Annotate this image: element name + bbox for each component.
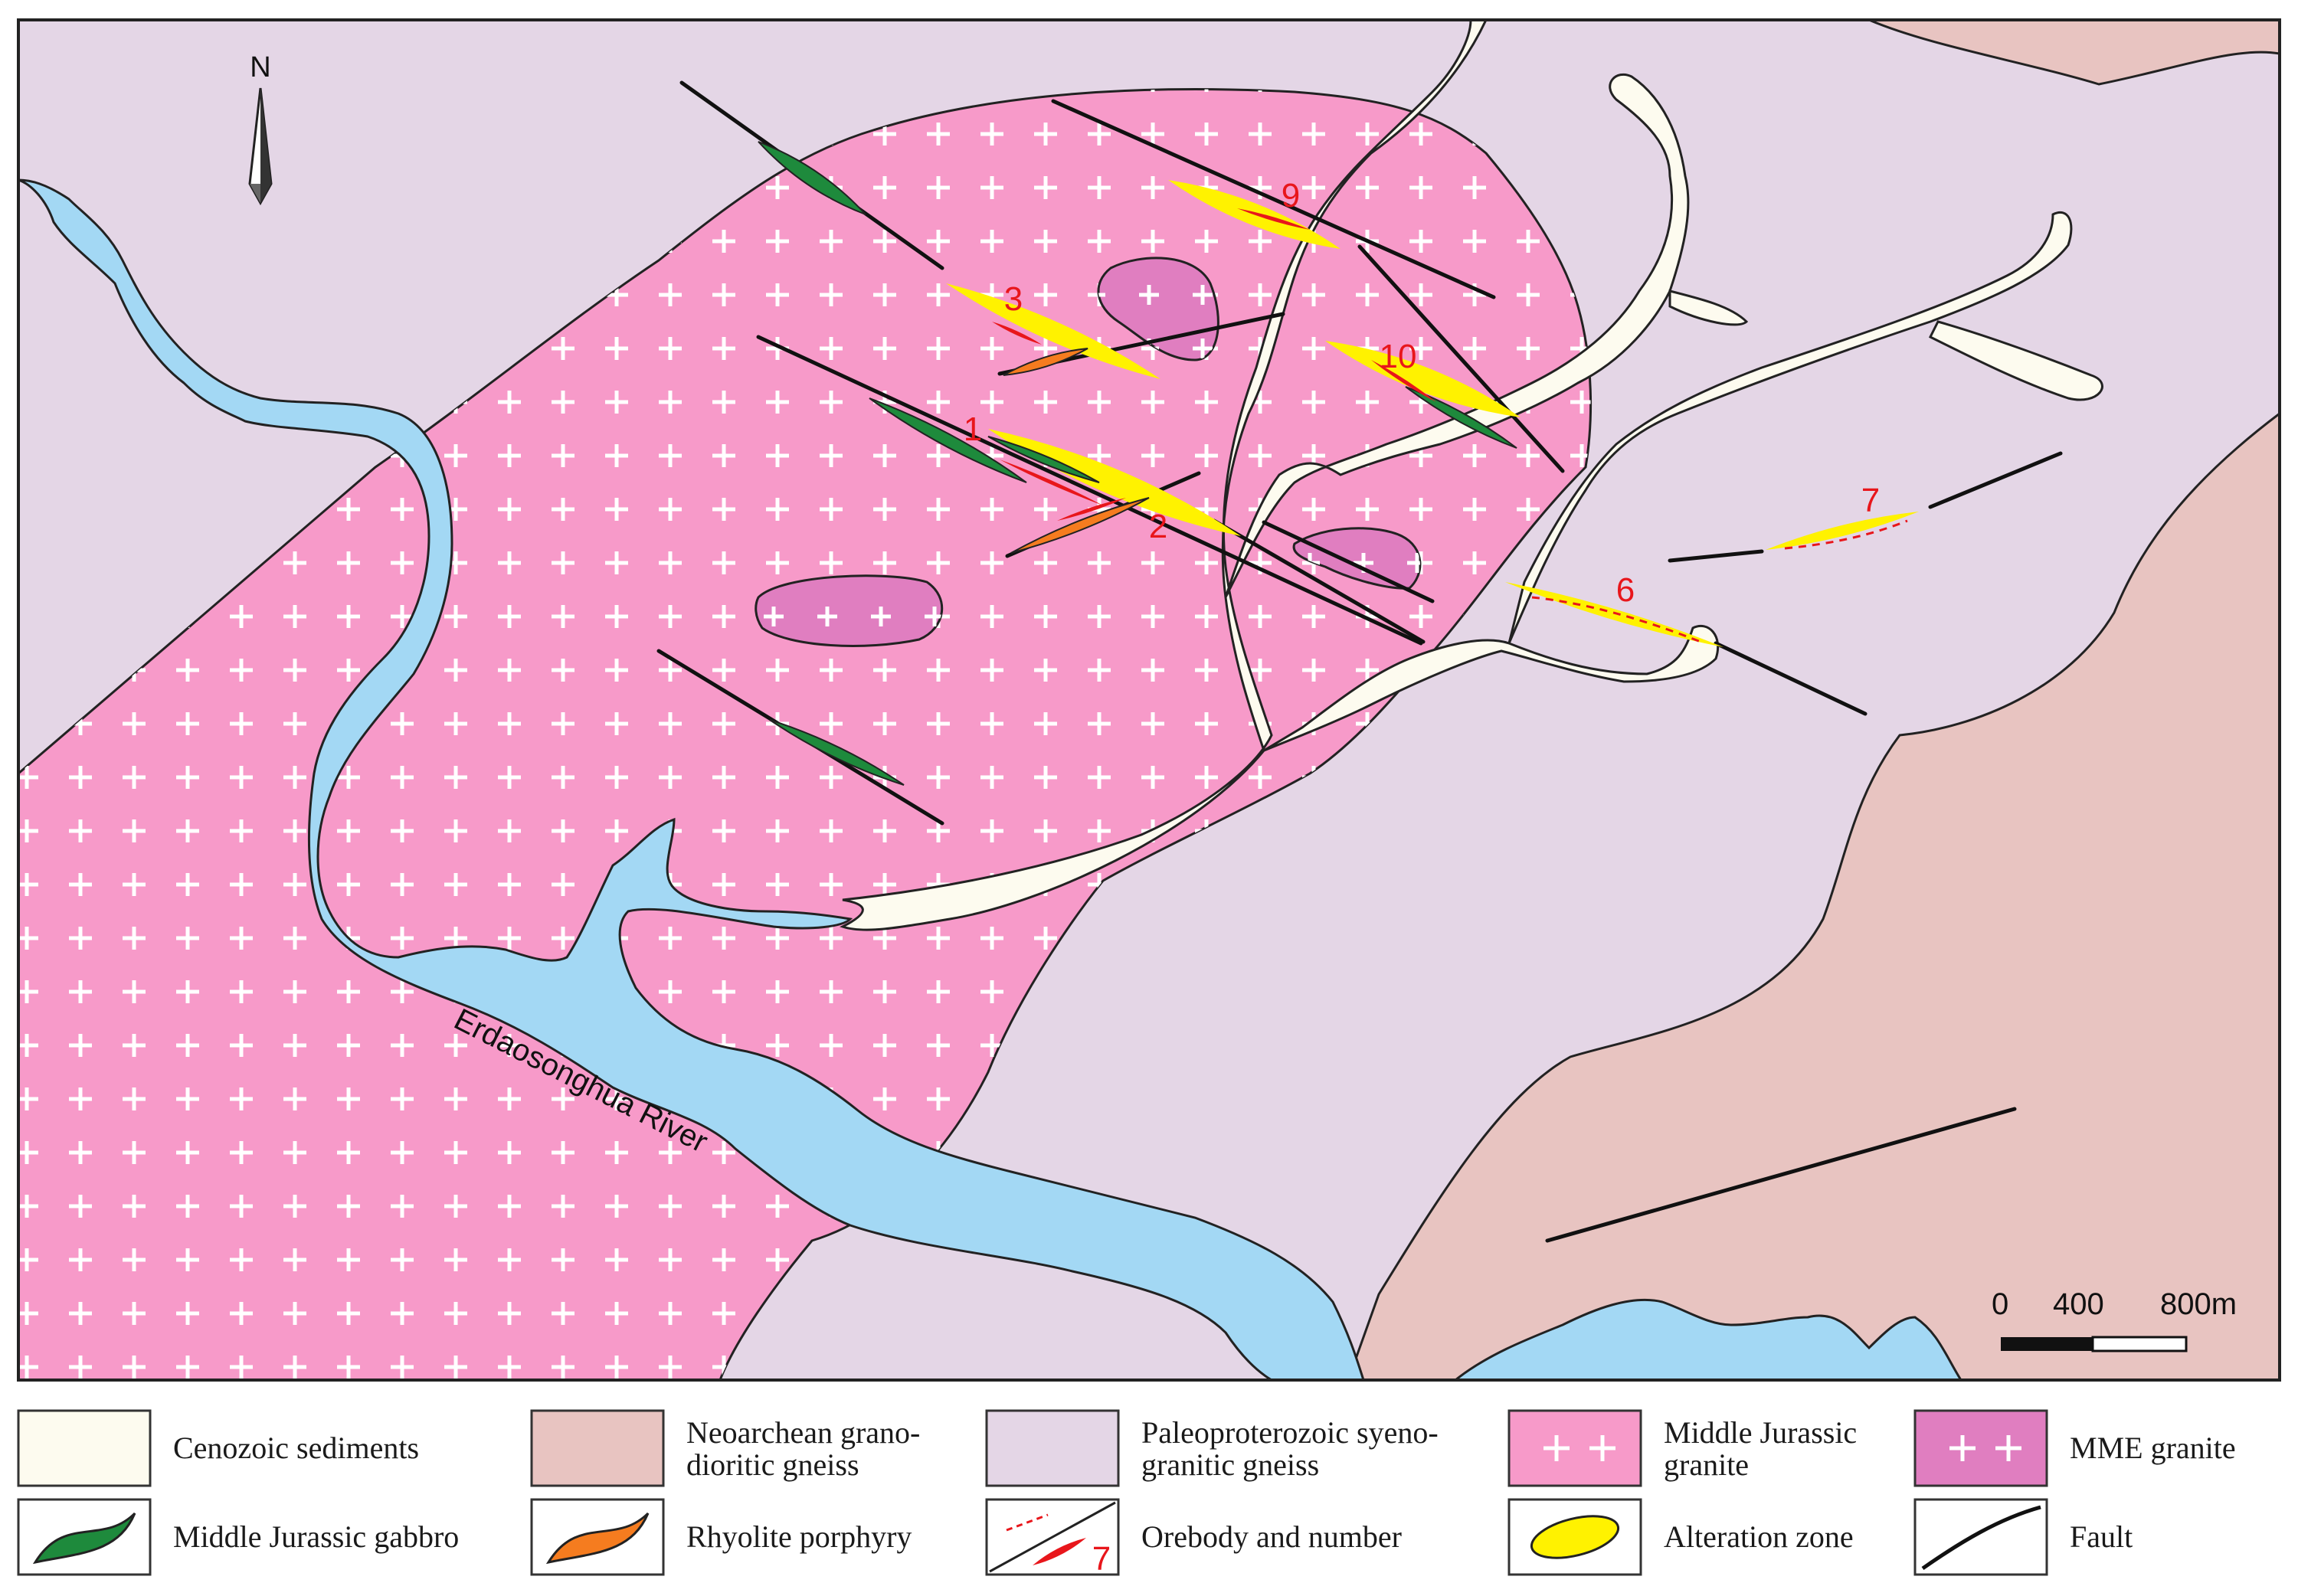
rhyolite-icon: [545, 1512, 650, 1565]
scale-bar: 0 400 800m: [1992, 1287, 2237, 1352]
fault-icon: [989, 1501, 1116, 1573]
gabbro-dyke: [987, 436, 1100, 483]
fault-line: [1545, 1107, 2017, 1243]
orebodies: [992, 208, 1908, 645]
legend-label: granitic gneiss: [1141, 1447, 1319, 1482]
legend-orebody-number: 7: [1092, 1540, 1111, 1578]
alteration-icon: [1530, 1515, 1620, 1559]
alteration-zones: [946, 180, 1919, 647]
orebody-number: 9: [1282, 177, 1300, 214]
orebody: [1371, 360, 1436, 402]
legend-item-cenozoic: Cenozoic sediments: [17, 1409, 419, 1487]
orebody-dashed-icon: [1006, 1513, 1049, 1532]
map-frame: [17, 18, 2281, 1382]
legend-label: granite: [1664, 1447, 1749, 1482]
legend-swatch: [17, 1409, 152, 1487]
gabbro-icon: [32, 1512, 136, 1565]
legend-swatch: [1507, 1409, 1642, 1487]
scale-zero: 0: [1992, 1287, 2008, 1321]
fault-icon: [1921, 1505, 2041, 1571]
orebody-dashed: [1784, 519, 1908, 550]
legend-label: Orebody and number: [1141, 1519, 1402, 1554]
orebody-dashed: [1531, 596, 1705, 645]
gabbro-dyke: [769, 719, 905, 786]
orebody: [1237, 208, 1310, 230]
legend-item-alteration: Alteration zone: [1507, 1498, 1854, 1576]
fault-line: [1668, 549, 1764, 563]
fault-line: [1212, 518, 1426, 644]
legend-item-neoarchean: Neoarchean grano-dioritic gneiss: [530, 1409, 920, 1487]
alteration-zone: [946, 283, 1160, 379]
orebody: [992, 322, 1042, 345]
plus-icon: [1949, 1435, 2021, 1461]
legend-item-gabbro: Middle Jurassic gabbro: [17, 1498, 459, 1576]
alteration-zone: [988, 429, 1241, 536]
fault-line: [1928, 451, 2063, 509]
orebody-number: 6: [1616, 571, 1635, 609]
cenozoic-sediments-area: [840, 20, 2103, 931]
fault-line: [756, 335, 1423, 646]
erdaosonghua-river: [18, 178, 1962, 1380]
orebody-number: 10: [1380, 338, 1417, 375]
legend-label: Fault: [2070, 1519, 2133, 1554]
legend-label: Cenozoic sediments: [173, 1431, 419, 1465]
legend-item-mme_granite: MME granite: [1913, 1409, 2236, 1487]
north-label: N: [250, 51, 270, 83]
legend-item-orebody: 7 Orebody and number: [985, 1498, 1402, 1578]
rhyolite-dyke: [1003, 348, 1088, 376]
orebody-number: 2: [1149, 508, 1167, 545]
fault-line: [1051, 99, 1496, 299]
fault-line: [1357, 244, 1565, 473]
orebody: [1000, 460, 1103, 505]
orebody-icon: [1033, 1538, 1086, 1565]
mme-granite-pattern: [1294, 528, 1420, 589]
legend-swatch: [530, 1409, 665, 1487]
legend-item-rhyolite: Rhyolite porphyry: [530, 1498, 912, 1576]
legend-item-paleoproterozoic: Paleoproterozoic syeno-granitic gneiss: [985, 1409, 1439, 1487]
mme-granite-pattern: [755, 575, 942, 646]
plus-icon: [1543, 1435, 1615, 1461]
orebody: [1057, 498, 1126, 521]
legend-label: dioritic gneiss: [686, 1447, 859, 1482]
orebody-number: 7: [1861, 482, 1880, 519]
dykes: [758, 141, 1517, 786]
scale-mid: 400: [2053, 1287, 2104, 1321]
gabbro-dyke: [869, 397, 1027, 483]
neoarchean-gneiss-area: [1347, 20, 2280, 1380]
alteration-zone: [1766, 512, 1919, 550]
legend-label: Middle Jurassic: [1664, 1415, 1857, 1450]
gabbro-dyke: [758, 141, 866, 215]
legend-label: Middle Jurassic gabbro: [173, 1519, 459, 1554]
legend-label: Neoarchean grano-: [686, 1415, 920, 1450]
orebody-number: 1: [964, 410, 982, 448]
alteration-zone: [1325, 341, 1521, 417]
legend: Cenozoic sediments Neoarchean grano-diori…: [17, 1409, 2236, 1578]
legend-swatch: [1913, 1409, 2048, 1487]
fault-line: [1262, 520, 1435, 603]
legend-label: MME granite: [2070, 1431, 2236, 1465]
legend-label: Alteration zone: [1664, 1519, 1854, 1554]
orebody-number: 3: [1004, 280, 1023, 318]
legend-item-fault: Fault: [1913, 1498, 2133, 1576]
rhyolite-dyke: [1010, 497, 1150, 554]
legend-label: Rhyolite porphyry: [686, 1519, 912, 1554]
map-body: 1 2 3 6 7 9 10: [18, 20, 2280, 1380]
legend-label: Paleoproterozoic syeno-: [1141, 1415, 1439, 1450]
scale-end: 800m: [2160, 1287, 2237, 1321]
gabbro-dyke: [1405, 386, 1517, 449]
north-arrow: N: [248, 51, 273, 206]
fault-line: [1714, 641, 1868, 716]
legend-swatch: [985, 1409, 1120, 1487]
orebody-labels: 1 2 3 6 7 9 10: [964, 177, 1880, 609]
